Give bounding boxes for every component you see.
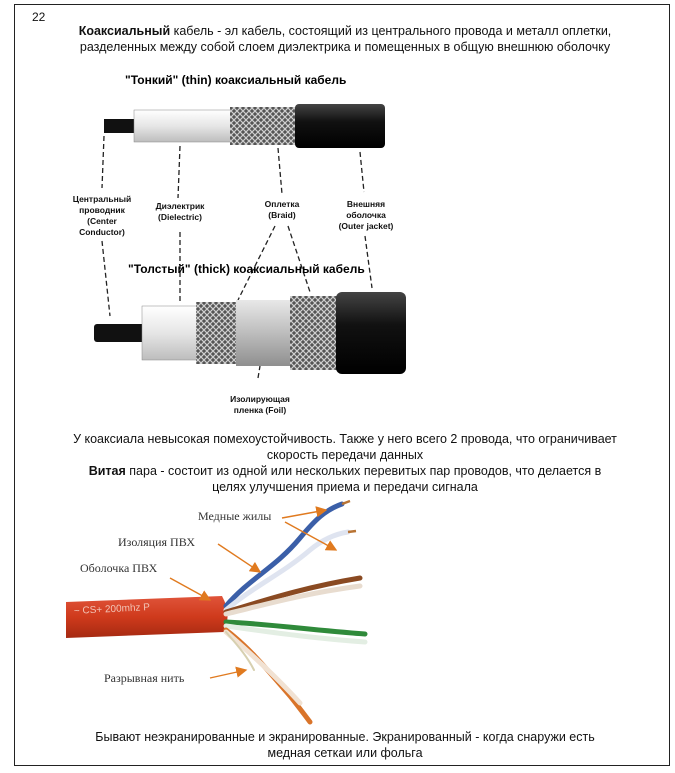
thick-center-conductor	[94, 324, 154, 342]
coax-labels: Центральный проводник (Center Conductor)…	[73, 194, 394, 415]
coax-term: Коаксиальный	[78, 24, 171, 38]
coax-intro-line-1: Коаксиальный кабель - эл кабель, состоящ…	[40, 23, 650, 39]
pvc-sheath	[66, 596, 228, 638]
thick-dielectric	[141, 305, 201, 361]
label-braid-1: Оплетка	[265, 199, 300, 209]
thin-outer-jacket	[295, 104, 385, 148]
label-center-2: проводник	[79, 205, 125, 215]
label-center-1: Центральный	[73, 194, 132, 204]
leader-lines	[101, 135, 373, 379]
coax-note-line-2: скорость передачи данных	[266, 448, 424, 462]
coax-cable-figure: "Тонкий" (thin) коаксиальный кабель Цент…	[73, 73, 406, 415]
coax-note-line-1: У коаксиала невысокая помехоустойчивость…	[73, 432, 617, 446]
shield-note-paragraph: Бывают неэкранированные и экранированные…	[40, 729, 650, 761]
thick-cable-title: "Толстый" (thick) коаксиальный кабель	[128, 262, 365, 276]
thin-dielectric	[133, 109, 235, 143]
ripcord	[225, 631, 255, 671]
label-foil-1: Изолирующая	[230, 394, 290, 404]
coax-intro-line-2: разделенных между собой слоем диэлектрик…	[79, 40, 611, 54]
twisted-term: Витая	[88, 464, 126, 478]
twisted-labels: Медные жилы Изоляция ПВХ Оболочка ПВХ Ра…	[80, 509, 271, 685]
thick-outer-braid	[290, 296, 342, 370]
label-foil-2: пленка (Foil)	[234, 405, 287, 415]
coax-note-paragraph: У коаксиала невысокая помехоустойчивость…	[40, 431, 650, 463]
label-jacket-1: Внешняя	[347, 199, 385, 209]
shield-note-line-2: медная сеткаи или фольга	[267, 746, 423, 760]
label-center-3: (Center	[87, 216, 117, 226]
wire-pairs	[223, 501, 368, 725]
label-sheath: Оболочка ПВХ	[80, 561, 158, 575]
label-center-4: Conductor)	[79, 227, 125, 237]
label-ripcord: Разрывная нить	[104, 671, 185, 685]
thick-foil	[236, 300, 294, 366]
wire-pair-brown	[223, 575, 363, 615]
coax-intro-text-1: кабель - эл кабель, состоящий из централ…	[170, 24, 612, 38]
wire-pair-orange-white	[223, 629, 303, 706]
label-dielectric-1: Диэлектрик	[156, 201, 206, 211]
thick-outer-jacket	[336, 292, 406, 374]
thick-cable	[94, 292, 406, 374]
thin-cable-title: "Тонкий" (thin) коаксиальный кабель	[125, 73, 346, 87]
jacket-print: ~ CS+ 200mhz P	[74, 602, 151, 617]
twisted-pair-figure: ~ CS+ 200mhz P Медные жилы Изоляция ПВХ …	[66, 499, 368, 725]
label-jacket-2: оболочка	[346, 210, 386, 220]
callout-arrows	[169, 506, 338, 679]
thin-cable	[104, 104, 385, 148]
shield-note-line-1: Бывают неэкранированные и экранированные…	[95, 730, 595, 744]
wire-pair-green-white	[223, 623, 368, 645]
twisted-intro-paragraph: Витая пара - состоит из одной или нескол…	[40, 463, 650, 495]
thin-center-conductor	[104, 119, 140, 133]
wire-pair-brown-white	[223, 583, 363, 617]
label-dielectric-2: (Dielectric)	[158, 212, 202, 222]
twisted-intro-text-1: пара - состоит из одной или нескольких п…	[125, 464, 602, 478]
label-braid-2: (Braid)	[268, 210, 296, 220]
twisted-intro-line-2: целях улучшения приема и передачи сигнал…	[212, 480, 478, 494]
copper-cores	[341, 499, 357, 534]
wire-pair-green	[223, 619, 368, 637]
label-insulation: Изоляция ПВХ	[118, 535, 195, 549]
label-copper: Медные жилы	[198, 509, 271, 523]
thick-inner-braid	[196, 302, 238, 364]
coax-intro-paragraph: Коаксиальный кабель - эл кабель, состоящ…	[40, 23, 650, 55]
page-number: 22	[32, 10, 46, 24]
wire-pair-blue-white	[223, 529, 351, 613]
label-jacket-3: (Outer jacket)	[339, 221, 394, 231]
twisted-intro-line-1: Витая пара - состоит из одной или нескол…	[40, 463, 650, 479]
